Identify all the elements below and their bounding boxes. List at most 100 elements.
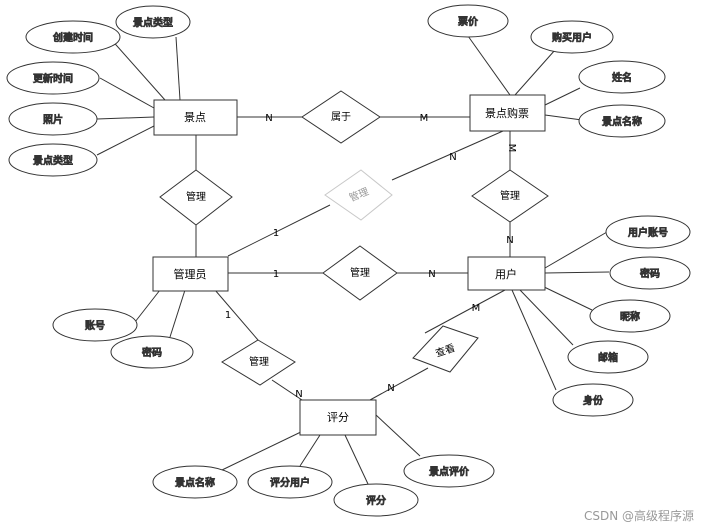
edge-photo [96,116,155,120]
attr-user-password: 密码 [609,256,691,290]
svg-text:更新时间: 更新时间 [33,72,73,85]
svg-text:景点名称: 景点名称 [175,476,215,489]
attr-scenic-type-top: 景点类型 [115,5,191,39]
edge-price [467,35,511,96]
relationship-user-rating: 查看 [412,325,479,373]
attr-photo: 照片 [8,102,98,136]
relationship-admin-scenic: 管理 [159,169,233,226]
card-admin-user-1: 1 [273,269,279,280]
cardinality-labels: N M M N N 1 1 N 1 N N M [225,113,517,400]
entity-scenic: 景点 [153,99,238,136]
svg-text:管理: 管理 [186,190,206,203]
svg-text:管理: 管理 [249,355,269,368]
svg-text:密码: 密码 [142,346,162,359]
svg-text:属于: 属于 [331,111,351,123]
attr-email: 邮箱 [567,340,649,374]
attributes: 景点类型 创建时间 更新时间 照片 景点类型 票价 购买用户 姓名 [6,4,691,517]
svg-text:密码: 密码 [640,267,660,280]
svg-text:照片: 照片 [43,113,63,126]
attr-admin-password: 密码 [110,335,194,369]
svg-text:景点购票: 景点购票 [485,106,529,120]
edge-scenic-type [96,125,155,156]
relationship-belongs: 属于 [301,90,381,144]
svg-text:管理: 管理 [350,266,370,279]
card-rating-user-n: N [387,383,394,394]
card-ticket-top: M [506,144,517,153]
attr-scenic-type: 景点类型 [8,143,98,177]
attr-scenic-review: 景点评价 [403,454,495,488]
svg-text:景点名称: 景点名称 [602,115,642,128]
entity-user: 用户 [467,256,546,291]
edge-faded-manage-ticket [391,130,504,181]
card-admin-ticket-1: 1 [273,228,279,239]
edge-manage3-rating [271,379,303,401]
edge-id-card [511,289,557,391]
svg-text:评分用户: 评分用户 [270,476,310,489]
entity-rating: 评分 [299,399,377,436]
edge-rating-user [299,434,321,467]
card-admin-rating-1: 1 [225,310,231,321]
edge-name [544,87,581,106]
attr-rating-scenic-name: 景点名称 [152,465,238,499]
edge-rating-score [344,434,369,485]
card-scenic-belongs: N [265,113,272,124]
relationship-admin-ticket: 管理 [324,169,393,221]
attr-name: 姓名 [578,60,666,94]
svg-text:身份: 身份 [583,394,603,407]
svg-text:景点评价: 景点评价 [429,466,469,478]
edge-nickname [539,284,593,311]
attr-rating-user: 评分用户 [247,465,333,499]
svg-text:购买用户: 购买用户 [552,31,592,44]
svg-text:账号: 账号 [85,320,105,332]
attr-rating-score: 评分 [333,483,419,517]
attr-ticket-scenic-name: 景点名称 [578,104,666,138]
relationships: 属于 管理 管理 管理 管理 管理 查看 [159,90,549,386]
svg-text:景点: 景点 [184,111,206,124]
svg-text:票价: 票价 [458,16,478,28]
edge-admin-faded-manage [227,204,331,257]
attr-admin-account: 账号 [52,308,138,342]
watermark: CSDN @高级程序源 [584,508,694,523]
svg-text:景点类型: 景点类型 [33,154,73,167]
edge-user-view [424,289,506,334]
edge-view-rating [369,367,429,401]
svg-text:管理: 管理 [500,189,520,202]
edge-scenic-type-top [175,36,181,101]
edge-email [519,289,574,346]
card-user-rating-m: M [472,303,481,314]
attr-ticket-price: 票价 [427,4,509,38]
svg-text:用户: 用户 [495,267,517,281]
svg-text:景点类型: 景点类型 [133,16,173,29]
relationship-ticket-user: 管理 [471,169,549,223]
attr-update-time: 更新时间 [6,61,100,95]
card-ticket-bottom: N [506,235,513,246]
svg-text:昵称: 昵称 [620,310,640,323]
edge-user-password [544,271,610,274]
edge-rating-scenic-name [221,429,306,471]
entity-ticket: 景点购票 [469,94,546,132]
edge-update-time [99,77,155,109]
svg-text:姓名: 姓名 [612,71,632,84]
connector-lines [96,35,610,485]
svg-text:评分: 评分 [327,411,349,424]
edge-admin-password [169,289,186,338]
attr-user-account: 用户账号 [605,215,691,249]
attr-nickname: 昵称 [589,299,671,333]
card-rating-admin-n: N [295,389,302,400]
card-belongs-ticket: M [420,113,429,124]
edge-admin-account [134,289,161,323]
relationship-admin-user: 管理 [322,245,398,301]
card-admin-user-n: N [428,269,435,280]
edge-buyer [514,49,556,96]
entity-admin: 管理员 [152,256,229,292]
edge-admin-manage3 [214,289,259,341]
svg-text:用户账号: 用户账号 [628,226,668,239]
entities: 景点 景点购票 管理员 用户 评分 [152,94,546,436]
edge-ticket-scenic-name [544,114,583,121]
edge-create-time [108,36,166,101]
edge-user-account [544,231,608,269]
card-ticket-admin-n: N [449,152,456,163]
relationship-admin-rating: 管理 [221,339,296,386]
svg-text:管理员: 管理员 [174,267,207,281]
